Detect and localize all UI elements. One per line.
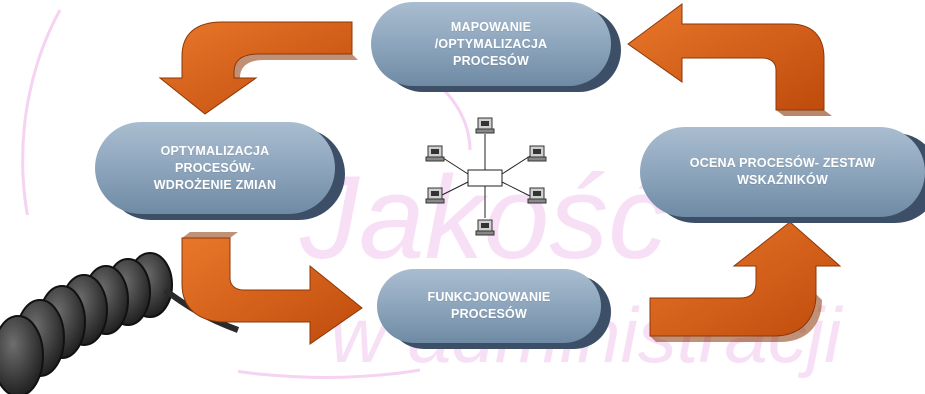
arrow-top-right [627, 3, 832, 116]
step-left-optimization: OPTYMALIZACJA PROCESÓW- WDROŻENIE ZMIAN [95, 122, 335, 214]
arrow-bottom-left [181, 232, 363, 345]
step-top-label: MAPOWANIE /OPTYMALIZACJA PROCESÓW [434, 19, 548, 68]
step-left-label: OPTYMALIZACJA PROCESÓW- WDROŻENIE ZMIAN [153, 143, 277, 192]
network-star-icon [425, 117, 547, 236]
step-bottom-functioning: FUNKCJONOWANIE PROCESÓW [377, 269, 601, 343]
step-right-label: OCENA PROCESÓW- ZESTAW WSKAŹNIKÓW [689, 156, 876, 187]
step-bottom-label: FUNKCJONOWANIE PROCESÓW [427, 290, 551, 321]
arrow-top-left [158, 21, 358, 115]
arrow-bottom-right [649, 221, 842, 342]
step-top-mapping: MAPOWANIE /OPTYMALIZACJA PROCESÓW [371, 2, 611, 86]
pill-shapes [95, 2, 925, 343]
step-right-evaluation: OCENA PROCESÓW- ZESTAW WSKAŹNIKÓW [640, 127, 925, 217]
